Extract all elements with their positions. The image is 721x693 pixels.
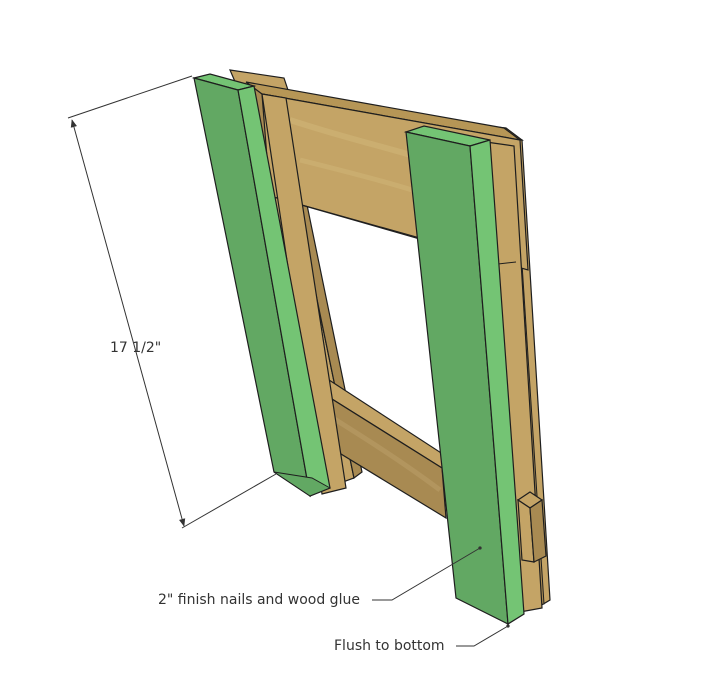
spacer-block: [516, 491, 547, 563]
height-dimension-label: 17 1/2": [110, 340, 162, 356]
fastener-note: 2" finish nails and wood glue: [158, 592, 360, 608]
height-dimension: [67, 75, 277, 529]
front-leg-right: [403, 125, 525, 626]
fastener-leader: [372, 546, 482, 601]
alignment-leader: [456, 624, 510, 647]
alignment-note: Flush to bottom: [334, 638, 445, 654]
front-leg-left: [191, 73, 332, 498]
